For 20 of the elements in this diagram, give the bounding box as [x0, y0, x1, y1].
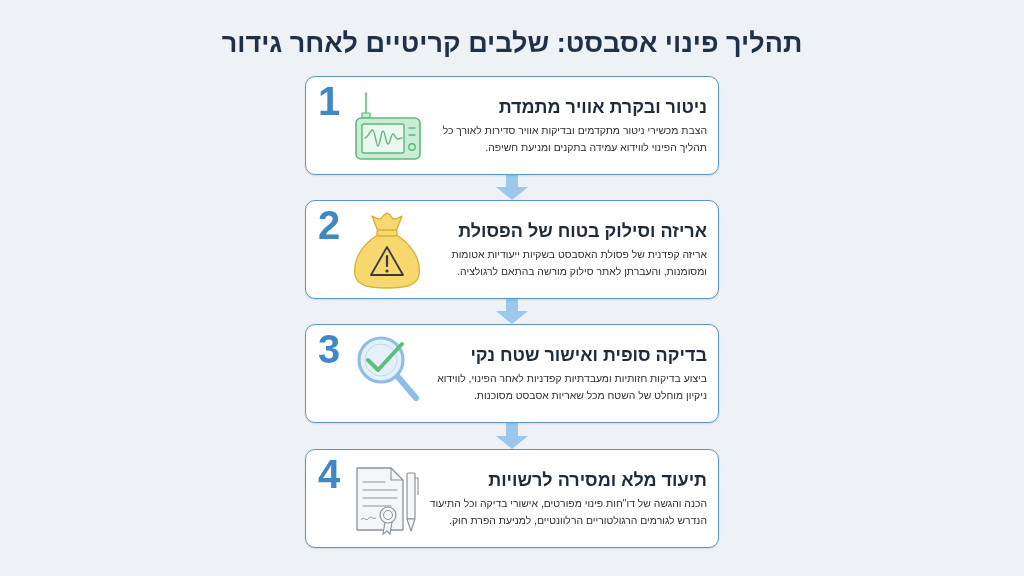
step-heading: ניטור ובקרת אוויר מתמדת	[498, 96, 707, 118]
step-card	[305, 449, 719, 548]
step-card	[305, 324, 719, 423]
step-heading: תיעוד מלא ומסירה לרשויות	[488, 469, 707, 491]
step-number: 1	[318, 79, 341, 123]
step-description: הכנה והגשה של דו"חות פינוי מפורטים, אישורי בדיקה וכל התיעוד הנדרש לגורמים הרגולטוריים הרלוונטיים, למניעת הפרת חוק.	[428, 497, 707, 528]
step-number: 2	[318, 203, 341, 247]
step-card	[305, 76, 719, 175]
arrow	[496, 299, 528, 324]
arrow	[496, 175, 528, 200]
step-heading: בדיקה סופית ואישור שטח נקי	[470, 344, 707, 366]
step-heading: אריזה וסילוק בטוח של הפסולת	[458, 220, 707, 242]
step-description: אריזה קפדנית של פסולת האסבסט בשקיות ייעודיות אטומות ומסומנות, והעברתן לאתר סילוק מורשה בהתאם לרגולציה.	[450, 248, 707, 279]
step-description: ביצוע בדיקות חזותיות ומעבדתיות קפדניות לאחר הפינוי, לווידוא ניקיון מוחלט של השטח מכל שאריות אסבסט מסוכנות.	[436, 372, 707, 403]
step-number: 3	[318, 327, 341, 371]
step-description: הצבת מכשירי ניטור מתקדמים ובדיקות אוויר סדירות לאורך כל תהליך הפינוי לווידוא עמידה בתקנים ומניעת חשיפה.	[441, 124, 707, 155]
step-number: 4	[318, 452, 341, 496]
arrow	[496, 423, 528, 449]
step-card	[305, 200, 719, 299]
title: תהליך פינוי אסבסט: שלבים קריטיים לאחר גידור	[221, 27, 803, 59]
